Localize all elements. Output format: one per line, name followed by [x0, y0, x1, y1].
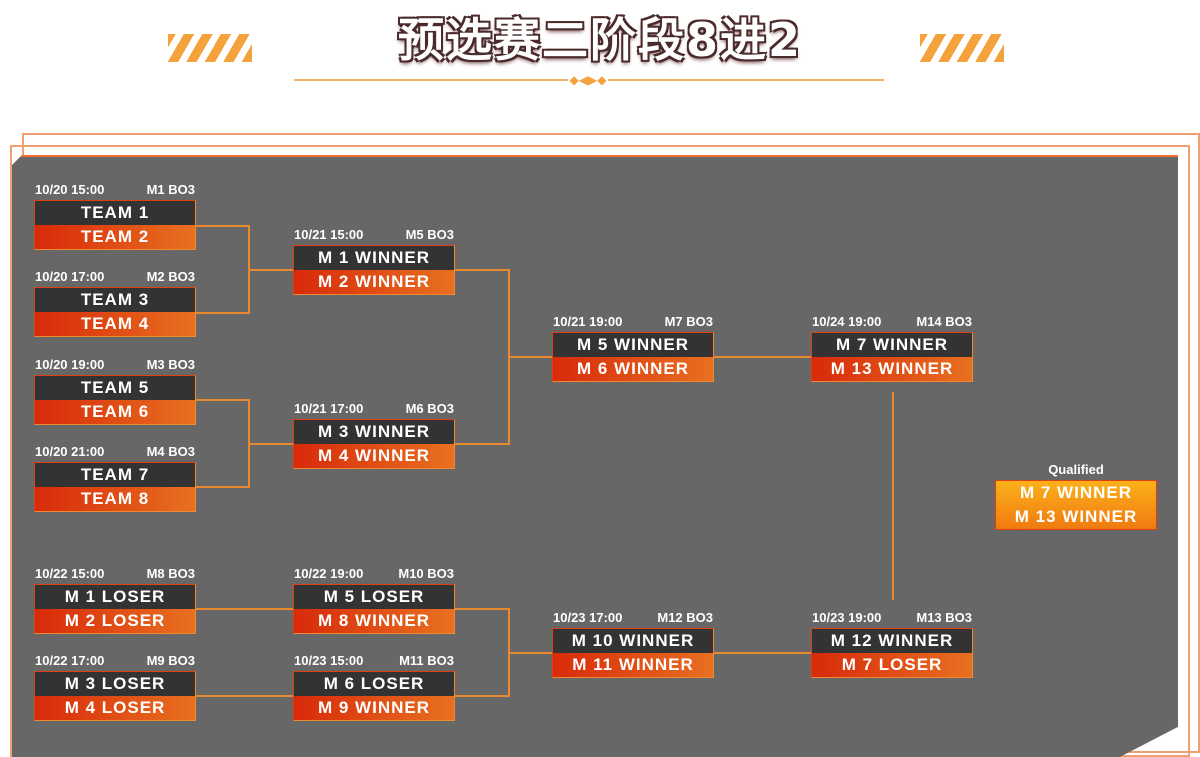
match-code: M6 BO3: [405, 401, 454, 416]
match-code: M5 BO3: [405, 227, 454, 242]
qualified-box: Qualified M 7 WINNER M 13 WINNER: [995, 462, 1157, 530]
match-code: M9 BO3: [146, 653, 195, 668]
match-time: 10/22 19:00: [294, 566, 364, 581]
team-slot-top[interactable]: TEAM 7: [35, 463, 195, 487]
team-slot-bottom[interactable]: M 7 LOSER: [812, 653, 972, 677]
team-slot-bottom[interactable]: M 8 WINNER: [294, 609, 454, 633]
page-title: 预选赛二阶段8进2: [397, 13, 802, 67]
team-slot-bottom[interactable]: TEAM 2: [35, 225, 195, 249]
team-slot-top[interactable]: TEAM 1: [35, 201, 195, 225]
team-slot-bottom[interactable]: M 13 WINNER: [812, 357, 972, 381]
match-code: M8 BO3: [146, 566, 195, 581]
match-code: M4 BO3: [146, 444, 195, 459]
match-time: 10/21 15:00: [294, 227, 364, 242]
team-slot-bottom[interactable]: M 6 WINNER: [553, 357, 713, 381]
team-slot-top[interactable]: M 6 LOSER: [294, 672, 454, 696]
match-code: M7 BO3: [664, 314, 713, 329]
match-time: 10/23 17:00: [553, 610, 623, 625]
team-slot-bottom[interactable]: TEAM 6: [35, 400, 195, 424]
match-time: 10/22 15:00: [35, 566, 105, 581]
qualified-team-1: M 7 WINNER: [1020, 483, 1132, 502]
team-slot-top[interactable]: TEAM 3: [35, 288, 195, 312]
team-slot-top[interactable]: M 3 WINNER: [294, 420, 454, 444]
match-time: 10/24 19:00: [812, 314, 882, 329]
left-stripes-decoration: [168, 34, 252, 62]
match-code: M10 BO3: [398, 566, 454, 581]
match-code: M14 BO3: [916, 314, 972, 329]
match-time: 10/21 19:00: [553, 314, 623, 329]
team-slot-top[interactable]: M 1 LOSER: [35, 585, 195, 609]
match-code: M3 BO3: [146, 357, 195, 372]
match-time: 10/22 17:00: [35, 653, 105, 668]
right-stripes-decoration: [920, 34, 1004, 62]
team-slot-top[interactable]: M 7 WINNER: [812, 333, 972, 357]
team-slot-bottom[interactable]: M 11 WINNER: [553, 653, 713, 677]
qualified-team-2: M 13 WINNER: [1014, 507, 1138, 526]
team-slot-top[interactable]: M 10 WINNER: [553, 629, 713, 653]
match-code: M13 BO3: [916, 610, 972, 625]
team-slot-top[interactable]: M 1 WINNER: [294, 246, 454, 270]
match-time: 10/23 19:00: [812, 610, 882, 625]
match-time: 10/20 15:00: [35, 182, 105, 197]
match-code: M2 BO3: [146, 269, 195, 284]
connector-m1-m2-m5: [196, 225, 293, 314]
team-slot-bottom[interactable]: M 2 LOSER: [35, 609, 195, 633]
match-time: 10/20 17:00: [35, 269, 105, 284]
match-code: M1 BO3: [146, 182, 195, 197]
diamond-ornament: ◆◀▶◆: [568, 73, 608, 87]
team-slot-bottom[interactable]: TEAM 8: [35, 487, 195, 511]
team-slot-top[interactable]: M 5 WINNER: [553, 333, 713, 357]
team-slot-bottom[interactable]: TEAM 4: [35, 312, 195, 336]
match-time: 10/20 19:00: [35, 357, 105, 372]
team-slot-top[interactable]: TEAM 5: [35, 376, 195, 400]
connector-m10-m11-m12: [455, 608, 552, 697]
team-slot-top[interactable]: M 3 LOSER: [35, 672, 195, 696]
team-slot-bottom[interactable]: M 9 WINNER: [294, 696, 454, 720]
match-time: 10/23 15:00: [294, 653, 364, 668]
team-slot-bottom[interactable]: M 4 WINNER: [294, 444, 454, 468]
connector-m3-m4-m6: [196, 399, 293, 488]
qualified-label: Qualified: [1048, 462, 1104, 477]
team-slot-bottom[interactable]: M 2 WINNER: [294, 270, 454, 294]
connector-m5-m6-m7: [455, 269, 552, 445]
team-slot-top[interactable]: M 5 LOSER: [294, 585, 454, 609]
match-code: M11 BO3: [399, 653, 454, 668]
match-time: 10/20 21:00: [35, 444, 105, 459]
team-slot-top[interactable]: M 12 WINNER: [812, 629, 972, 653]
team-slot-bottom[interactable]: M 4 LOSER: [35, 696, 195, 720]
match-code: M12 BO3: [657, 610, 713, 625]
match-time: 10/21 17:00: [294, 401, 364, 416]
